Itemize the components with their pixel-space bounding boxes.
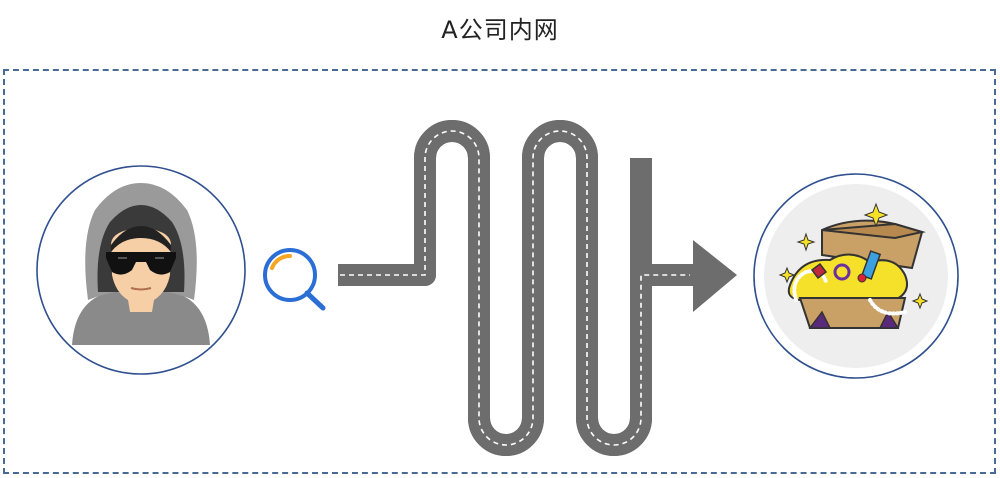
diagram-title: A公司内网: [441, 16, 559, 44]
attacker-node: [36, 165, 246, 375]
treasure-chest-icon: [778, 202, 929, 329]
arrow-head: [693, 240, 737, 312]
target-node: [753, 173, 959, 379]
network-boundary-frame: [3, 69, 996, 474]
road-drawing: [338, 120, 695, 456]
hacker-icon: [72, 183, 210, 345]
search-icon: [263, 248, 326, 311]
